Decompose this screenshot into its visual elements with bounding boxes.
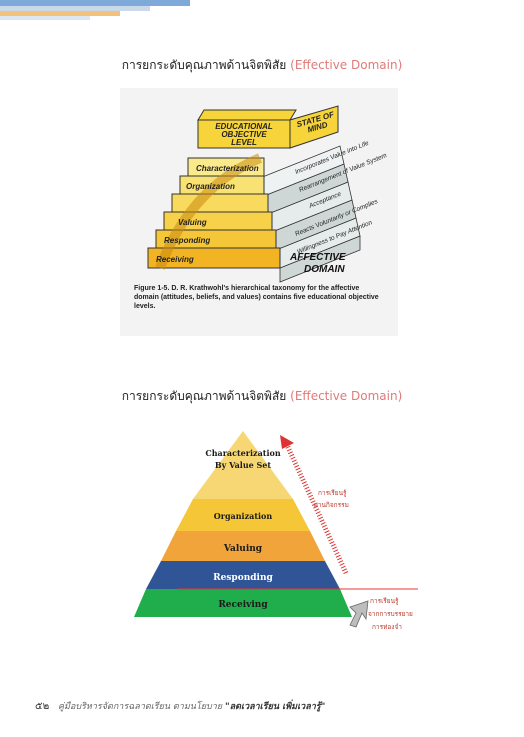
level-label-valuing: Valuing <box>178 218 207 227</box>
section2-title-en: (Effective Domain) <box>290 389 403 403</box>
step-faces <box>259 145 361 283</box>
note-lecture-1: การเรียนรู้ <box>370 597 399 605</box>
pyramid-figure: Characterization By Value Set Organizati… <box>118 413 418 661</box>
pyramid-layer-characterization <box>193 431 293 499</box>
pyramid-label-characterization: Characterization <box>205 448 280 458</box>
step-fronts <box>147 153 281 270</box>
section2-title: การยกระดับคุณภาพด้านจิตพิสัย (Effective … <box>0 387 524 406</box>
note-lecture-2: จากการบรรยาย <box>368 610 413 618</box>
section1-title: การยกระดับคุณภาพด้านจิตพิสัย (Effective … <box>0 56 524 75</box>
pyramid-diagram: Characterization By Value Set Organizati… <box>134 431 418 631</box>
activity-arrow <box>280 435 349 575</box>
pyramid-layer-receiving <box>134 589 352 617</box>
pyramid-label-valuing: Valuing <box>223 544 263 554</box>
footer-manual-title: คู่มือบริหารจัดการฉลาดเรียน ตามนโยบาย <box>58 702 223 712</box>
pyramid-label-responding: Responding <box>213 573 273 583</box>
level-label-responding: Responding <box>164 236 210 245</box>
header-band <box>0 0 190 20</box>
level-label-characterization: Characterization <box>196 164 259 173</box>
pyramid-label-organization: Organization <box>214 511 273 521</box>
section2-title-th: การยกระดับคุณภาพด้านจิตพิสัย <box>121 389 287 403</box>
footer-text: คู่มือบริหารจัดการฉลาดเรียน ตามนโยบาย "ล… <box>58 699 325 713</box>
page-number: ๕๒ <box>35 701 50 712</box>
pyramid-label-characterization-2: By Value Set <box>215 460 271 470</box>
pyramid-layer-valuing <box>161 531 325 561</box>
pyramid-layer-organization <box>176 499 310 531</box>
footer-slogan: "ลดเวลาเรียน เพิ่มเวลารู้" <box>224 702 326 712</box>
pyramid-layer-responding <box>146 561 340 589</box>
section1-title-en: (Effective Domain) <box>290 58 403 72</box>
level-label-organization: Organization <box>186 182 235 191</box>
note-activity-2: ผ่านกิจกรรม <box>314 501 349 509</box>
section1-title-th: การยกระดับคุณภาพด้านจิตพิสัย <box>121 58 287 72</box>
pyramid-label-receiving: Receiving <box>218 600 268 610</box>
note-activity-1: การเรียนรู้ <box>318 489 347 497</box>
level-label-receiving: Receiving <box>156 255 194 264</box>
lecture-arrow <box>349 600 369 628</box>
figure-caption: Figure 1-5. D. R. Krathwohl's hierarchic… <box>134 285 379 310</box>
note-lecture-3: การท่องจำ <box>372 623 402 631</box>
